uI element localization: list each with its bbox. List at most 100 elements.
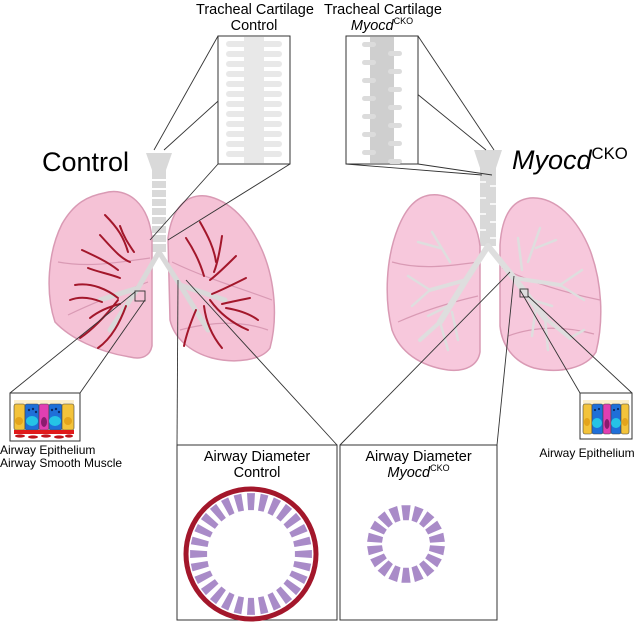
cartilage-ring: [226, 51, 282, 57]
cartilage-ring-fragment: [388, 141, 402, 146]
cartilage-ring: [226, 111, 282, 117]
cartilage-ring-fragment: [362, 78, 376, 83]
mutant-trachea-label-line2: MyocdCKO: [324, 16, 440, 35]
epithelial-segment: [411, 506, 424, 523]
cartilage-ring-fragment: [388, 69, 402, 74]
control-airway-label-line2: Control: [233, 465, 281, 482]
epithelial-segment: [429, 532, 445, 543]
control-trachea: [146, 153, 172, 252]
epithelial-segment: [425, 553, 442, 568]
cartilage-ring-fragment: [388, 87, 402, 92]
mutant-cell-caption: Airway Epithelium: [534, 446, 640, 460]
control-airway-label-line1: Airway Diameter: [203, 449, 311, 465]
cartilage-ring-fragment: [362, 42, 376, 47]
epithelial-segment: [276, 503, 293, 522]
epithelial-segment: [401, 567, 411, 583]
epithelial-segment: [194, 570, 213, 584]
control-trachea-label-line2: Control: [230, 18, 278, 35]
epithelial-segment: [370, 520, 387, 535]
cartilage-ring-fragment: [362, 96, 376, 101]
epithelial-segment: [370, 553, 387, 568]
cartilage-ring-fragment: [388, 105, 402, 110]
mutant-trachea-genotype: Myocd: [350, 18, 394, 35]
control-cell-caption: Airway Epithelium Airway Smooth Muscle: [0, 443, 123, 471]
mutant-airway-ring: [367, 505, 445, 583]
cartilage-ring: [226, 61, 282, 67]
cartilage-ring-fragment: [362, 60, 376, 65]
epithelial-segment: [401, 505, 411, 521]
epithelial-segment: [289, 524, 308, 538]
mutant-airway-genotype: Myocd: [387, 465, 431, 482]
epithelial-segment: [200, 579, 219, 596]
mutant-title: MyocdCKO: [512, 145, 628, 175]
mutant-trachea: [474, 150, 502, 246]
control-left-lung: [48, 190, 153, 359]
epithelial-segment: [258, 493, 269, 512]
control-bronchial-tree: [69, 214, 259, 349]
epithelial-segment: [294, 550, 312, 558]
epithelial-segment: [425, 520, 442, 535]
cartilage-ring: [226, 151, 282, 157]
cartilage-ring-fragment: [388, 123, 402, 128]
epithelial-segment: [267, 497, 281, 516]
epithelial-segment: [267, 592, 281, 611]
epithelial-segment: [247, 597, 255, 615]
epithelial-segment: [200, 512, 219, 529]
mutant-cell-caption-line1: Airway Epithelium: [539, 446, 635, 460]
cartilage-ring: [226, 131, 282, 137]
cartilage-ring: [226, 141, 282, 147]
epithelial-segment: [411, 565, 424, 582]
control-trachea-zoom: [217, 35, 291, 165]
mutant-airway-label-line1: Airway Diameter: [365, 449, 472, 465]
epithelial-segment: [221, 592, 235, 611]
cartilage-ring: [226, 81, 282, 87]
epithelial-segment: [258, 596, 269, 615]
control-trachea-label: Tracheal Cartilage Control: [196, 2, 314, 35]
control-title: Control: [42, 147, 130, 177]
epithelial-segment: [388, 565, 401, 582]
epithelial-segment: [367, 545, 383, 556]
control-cell-caption-line2: Airway Smooth Muscle: [0, 456, 123, 471]
mutant-cell-detail: [579, 392, 633, 440]
cartilage-ring-fragment: [388, 51, 402, 56]
epithelial-segment: [419, 560, 435, 577]
control-airway-ring: [183, 486, 319, 622]
cartilage-ring: [226, 71, 282, 77]
control-airway-label: Airway Diameter Control: [177, 449, 337, 481]
epithelial-segment: [289, 570, 308, 584]
epithelial-segment: [388, 506, 401, 523]
control-trachea-label-line1: Tracheal Cartilage: [196, 2, 314, 18]
mutant-trachea-label-line1: Tracheal Cartilage: [324, 2, 442, 18]
control-cell-detail: [9, 392, 81, 442]
epithelial-segment: [293, 561, 312, 572]
epithelial-segment: [419, 511, 435, 528]
mutant-trachea-genotype-sup: CKO: [393, 16, 414, 27]
epithelial-segment: [293, 536, 312, 547]
cartilage-ring-fragment: [362, 150, 376, 155]
epithelial-segment: [209, 586, 226, 605]
mutant-airway-label: Airway Diameter MyocdCKO: [340, 449, 497, 481]
cartilage-ring-fragment: [362, 132, 376, 137]
epithelial-segment: [367, 532, 383, 543]
epithelial-segment: [233, 493, 244, 512]
epithelial-segment: [221, 497, 235, 516]
epithelial-segment: [276, 586, 293, 605]
epithelial-segment: [429, 545, 445, 556]
cartilage-ring: [226, 121, 282, 127]
mutant-trachea-label: Tracheal Cartilage MyocdCKO: [324, 2, 442, 35]
mutant-trachea-zoom: [345, 35, 419, 165]
mutant-airway-box: [339, 444, 498, 621]
cartilage-ring-fragment: [362, 114, 376, 119]
epithelial-segment: [377, 560, 393, 577]
control-right-lung: [167, 195, 276, 362]
mutant-airway-genotype-sup: CKO: [430, 463, 450, 474]
epithelial-segment: [209, 503, 226, 522]
cartilage-ring: [226, 101, 282, 107]
epithelial-segment: [233, 596, 244, 615]
epithelial-segment: [247, 493, 255, 511]
cartilage-ring: [226, 41, 282, 47]
epithelial-segment: [190, 561, 209, 572]
epithelial-segment: [283, 512, 302, 529]
control-cell-caption-line1: Airway Epithelium: [0, 443, 96, 457]
